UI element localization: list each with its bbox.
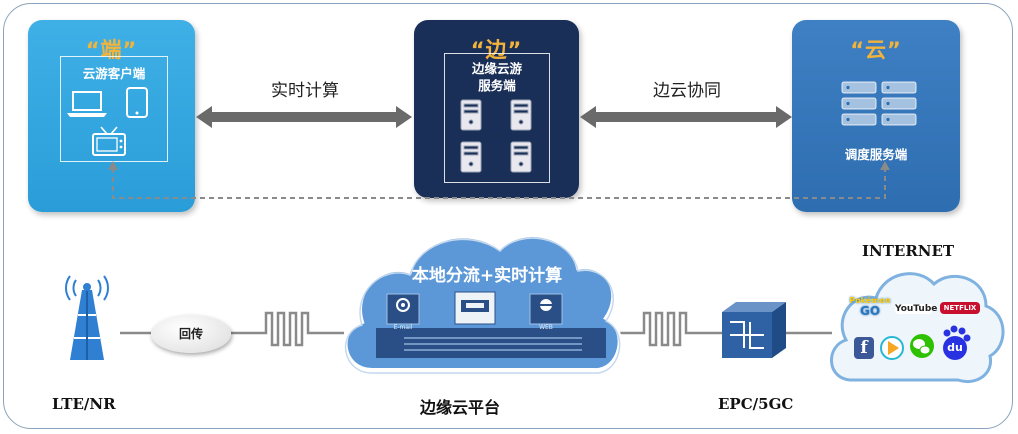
- edge-tier-label: “边”: [470, 38, 523, 62]
- server-icon-3: [460, 141, 482, 173]
- pokemon-go-badge: Pokémon GO: [848, 296, 892, 317]
- tablet-icon: [126, 87, 148, 118]
- lte-nr-label: LTE/NR: [52, 395, 116, 413]
- client-title: 云游客户端: [82, 66, 146, 81]
- youtube-badge: YouTube: [895, 304, 938, 314]
- play-icon: [880, 336, 904, 360]
- facebook-badge: f: [854, 337, 874, 359]
- backhaul-label: 回传: [178, 327, 203, 341]
- client-tier-label: “端”: [85, 38, 138, 62]
- client-tier-box: “端” 云游客户端: [28, 20, 195, 212]
- pokemon-text: Pokémon: [849, 296, 891, 305]
- cloud-tier-label: “云”: [850, 38, 902, 62]
- netflix-badge: NETFLIX: [940, 302, 980, 314]
- feedback-dashed-line: [112, 168, 886, 199]
- edge-title-line2: 服务端: [478, 78, 516, 93]
- antenna-tower-icon: [65, 275, 109, 360]
- edge-server-icons: [460, 99, 532, 173]
- backhaul-node: 回传: [151, 315, 231, 353]
- edge-platform-label: 边缘云平台: [420, 398, 501, 417]
- email-icon: [386, 293, 420, 325]
- browser-icon-label: WEB: [539, 324, 553, 331]
- pokemon-go-text: GO: [859, 304, 881, 318]
- laptop-icon: [67, 91, 107, 117]
- epc-core-icon: [722, 302, 786, 358]
- realtime-arrow: [196, 106, 412, 128]
- rack-server-icons: [841, 81, 917, 126]
- edge-title-line1: 边缘云游: [471, 61, 522, 76]
- edge-inner-box: 边缘云游 服务端: [444, 53, 550, 183]
- email-icon-label: E-mail: [393, 324, 413, 331]
- edge-server-box-icon: [454, 291, 496, 325]
- realtime-compute-label: 实时计算: [271, 81, 339, 101]
- epc-5gc-label: EPC/5GC: [718, 395, 794, 413]
- server-icon-4: [510, 141, 532, 173]
- edge-cloud-title: 本地分流+实时计算: [411, 266, 563, 286]
- wechat-icon: [910, 334, 934, 358]
- server-icon-1: [460, 99, 482, 131]
- baidu-icon: [943, 325, 971, 360]
- internet-label: INTERNET: [862, 242, 955, 260]
- bottom-links: [120, 311, 832, 347]
- cloud-tier-box: “云” 调度服务端: [792, 20, 960, 212]
- edge-tier-box: “边” 边缘云游 服务端: [414, 20, 579, 198]
- baidu-label: du: [947, 341, 963, 354]
- diagram-frame: [3, 3, 1013, 429]
- client-inner-box: 云游客户端: [60, 56, 168, 162]
- client-devices: [67, 87, 148, 156]
- browser-icon: [529, 293, 563, 325]
- tv-icon: [92, 126, 126, 156]
- edge-cloud-collab-label: 边云协同: [653, 81, 721, 101]
- cloud-title: 调度服务端: [844, 147, 908, 162]
- server-icon-2: [510, 99, 532, 131]
- edge-cloud-platform: [343, 233, 622, 374]
- collab-arrow: [580, 106, 792, 128]
